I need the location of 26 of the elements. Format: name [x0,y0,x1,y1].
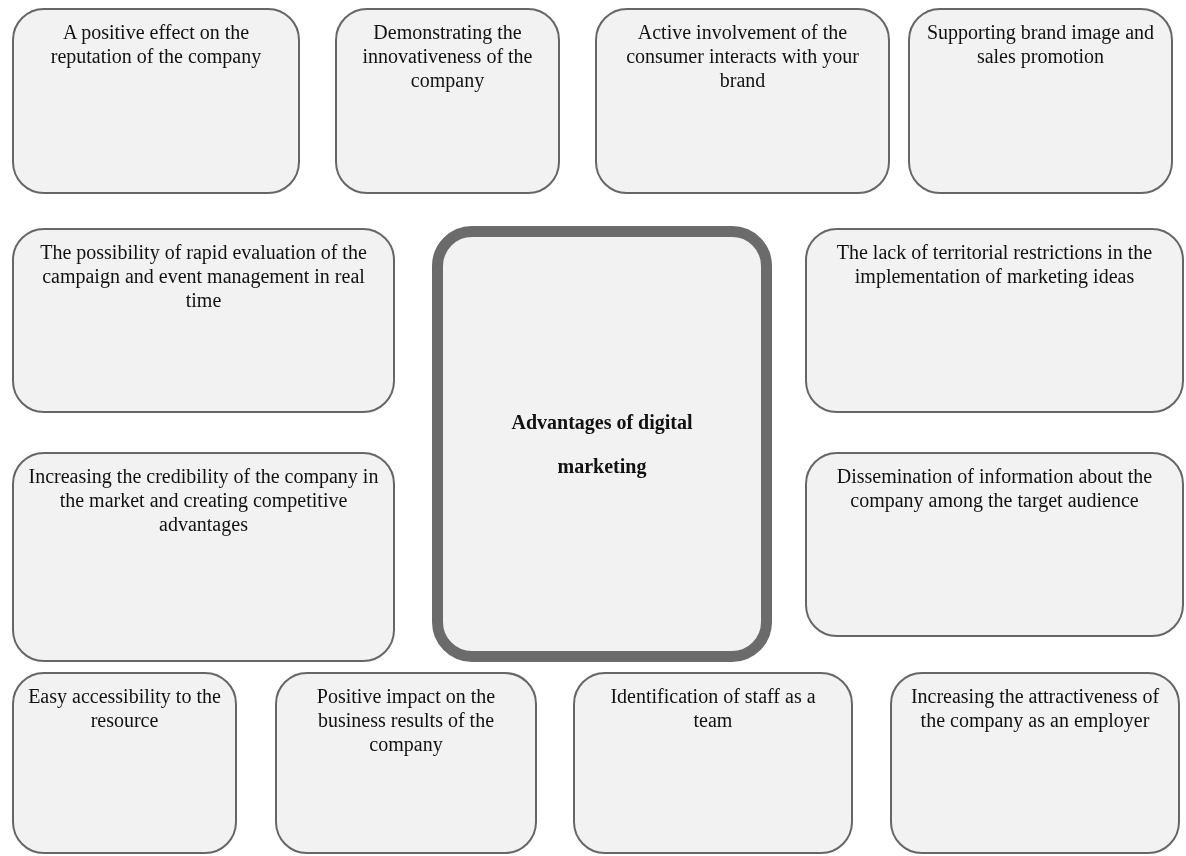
box-text: Active involvement of the consumer interacts with your brand [625,20,860,92]
rounded-box [805,228,1184,413]
central-title: Advantages of digital marketing [510,410,694,480]
box-text: Easy accessibility to the resource [28,684,221,732]
rounded-box [12,8,300,194]
box-text: Supporting brand image and sales promotion [925,20,1156,68]
box-text: Increasing the attractiveness of the company as an employer [909,684,1161,732]
rounded-box [890,672,1180,854]
rounded-box [12,228,395,413]
box-text: The lack of territorial restrictions in the implementation of marketing ideas [835,240,1154,288]
rounded-box [12,672,237,854]
rounded-box [573,672,853,854]
box-text: Demonstrating the innovativeness of the company [361,20,534,92]
box-text: The possibility of rapid evaluation of the campaign and event management in real time [39,240,368,312]
rounded-box [12,452,395,662]
rounded-box [805,452,1184,637]
box-text: Dissemination of information about the company among the target audience [835,464,1154,512]
rounded-box [275,672,537,854]
box-text: Increasing the credibility of the company in the market and creating competitive advantages [28,464,379,536]
box-text: A positive effect on the reputation of the company [49,20,263,68]
central-box [432,226,772,662]
box-text: Identification of staff as a team [609,684,817,732]
rounded-box [335,8,560,194]
box-text: Positive impact on the business results of the company [315,684,497,756]
rounded-box [908,8,1173,194]
rounded-box [595,8,890,194]
